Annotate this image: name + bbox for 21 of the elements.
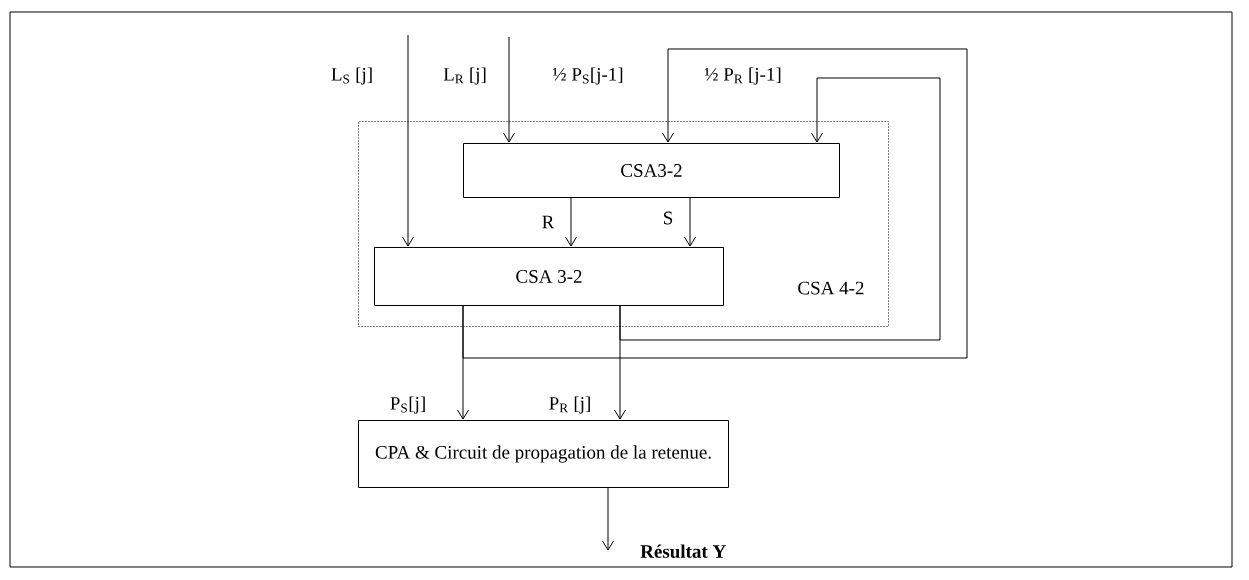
process-box: CSA3-2	[463, 143, 840, 198]
arrow	[457, 305, 469, 420]
arrow	[619, 77, 941, 341]
arrow	[684, 197, 696, 247]
edge-label: S	[661, 210, 675, 226]
process-box: CSA 3-2	[374, 247, 724, 306]
edge-label: L$_{R}$ [j]	[442, 66, 488, 86]
arrow	[602, 487, 614, 551]
arrow	[565, 197, 577, 247]
arrow	[402, 34, 414, 247]
edge-label: ½ P$_{R}$ [j-1]	[703, 66, 783, 86]
process-box: CPA & Circuit de propagation de la retenue.	[358, 420, 729, 488]
edge-label: L$_{S}$ [j]	[329, 66, 375, 86]
edge-label: R	[540, 214, 556, 230]
arrow	[614, 305, 626, 420]
edge-label: P$_{S}$[j]	[388, 395, 428, 415]
edge-label: P$_{R}$ [j]	[547, 395, 593, 415]
output-label: Résultat Y	[640, 544, 726, 558]
arrow	[503, 36, 515, 143]
edge-label: ½ P$_{S}$[j-1]	[551, 66, 625, 86]
arrow	[462, 48, 968, 359]
